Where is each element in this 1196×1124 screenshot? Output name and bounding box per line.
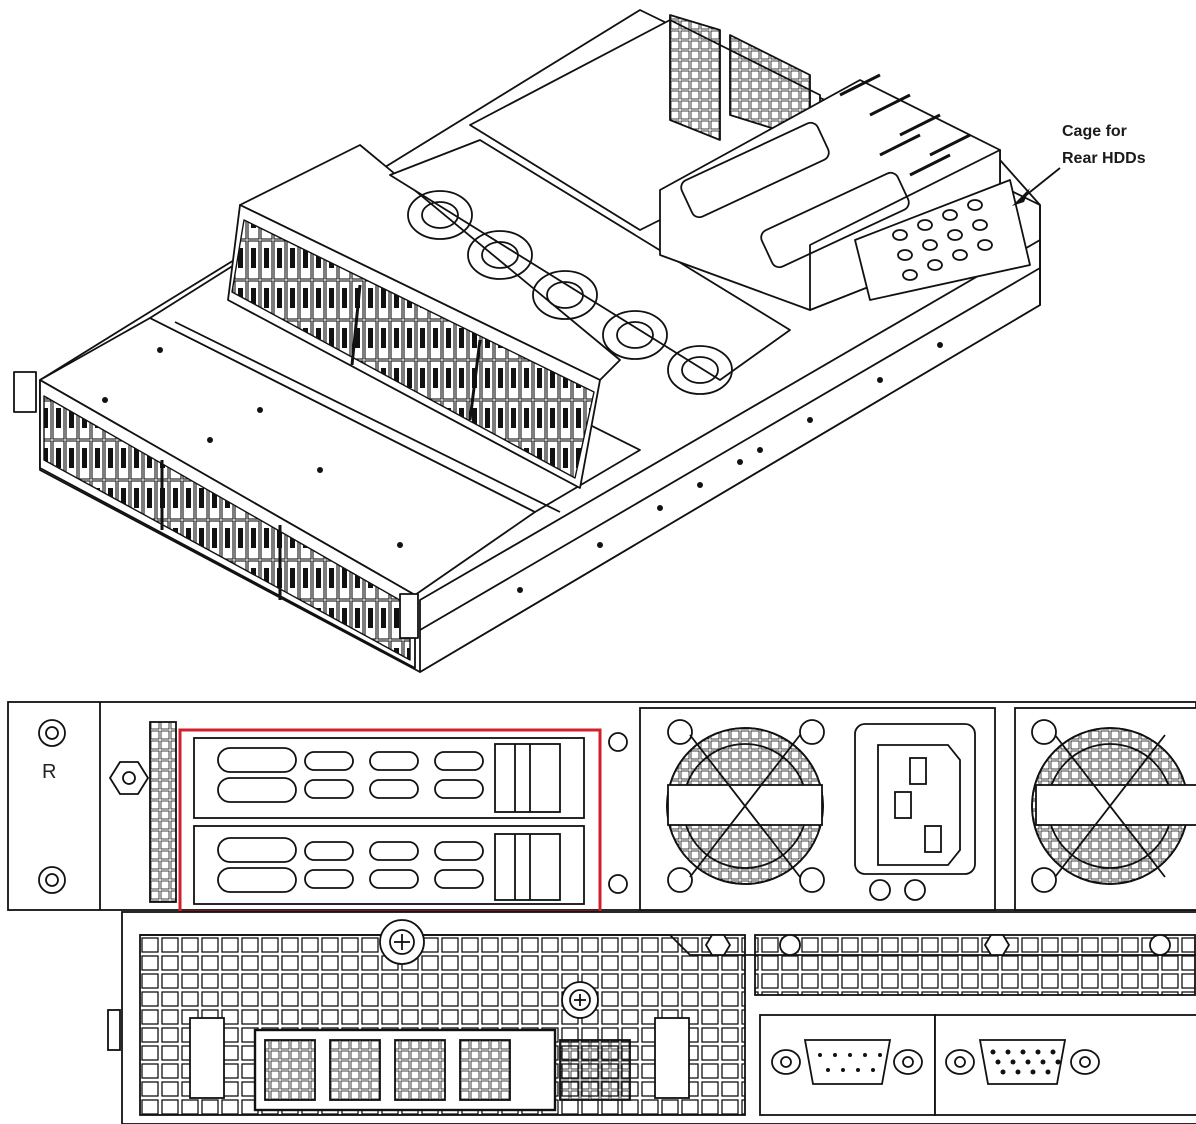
- system-fans: [407, 190, 733, 395]
- front-right-handle: [399, 593, 419, 639]
- fan-wall: [389, 139, 791, 381]
- rear-io-grille: [669, 14, 811, 141]
- io-connectors: [759, 1014, 1196, 1116]
- rear-hdd-cage: [659, 73, 1031, 311]
- callout-line-1: Cage for: [1062, 123, 1127, 140]
- hex-nut: [108, 761, 150, 795]
- left-rack-ear: R: [38, 719, 66, 894]
- power-supply-1: [639, 707, 996, 911]
- callout-line-2: Rear HDDs: [1062, 150, 1146, 167]
- callout-leader: [1012, 167, 1061, 206]
- front-left-handle: [13, 371, 37, 413]
- rear-panel-view: R: [7, 701, 1196, 1124]
- chassis-isometric: [13, 9, 1041, 673]
- rear-side-label: R: [42, 761, 56, 783]
- serial-port: [803, 1039, 892, 1085]
- power-supply-2: [1014, 707, 1196, 911]
- rear-hdd-bays: [193, 737, 585, 905]
- rear-hdd-cage-callout: Cage for Rear HDDs: [1062, 118, 1192, 172]
- expansion-slot-bracket: [189, 1017, 690, 1112]
- vga-port: [978, 1039, 1067, 1085]
- side-wall-holes: [517, 342, 943, 593]
